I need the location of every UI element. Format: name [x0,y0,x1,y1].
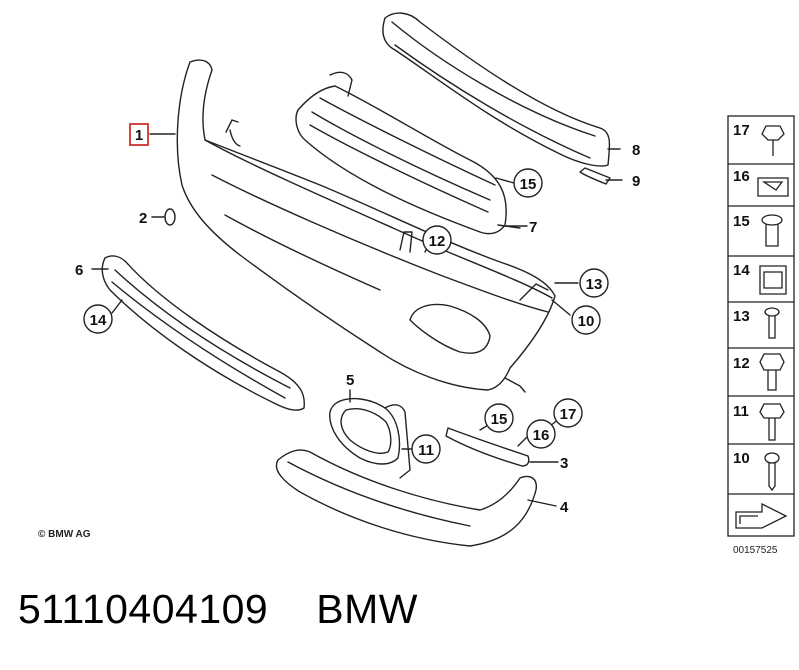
sidebar-item-15[interactable]: 15 [733,213,750,230]
callout-8[interactable]: 8 [632,142,640,159]
plug-cap [164,208,176,226]
callout-11[interactable]: 11 [411,434,441,464]
collar-screw-icon [759,403,785,441]
callout-17[interactable]: 17 [553,398,583,428]
sidebar-item-10[interactable]: 10 [733,450,750,467]
hex-bolt-icon [759,353,785,391]
callout-6[interactable]: 6 [75,262,83,279]
callout-label: 16 [533,427,550,444]
callout-4[interactable]: 4 [560,499,569,516]
upper-grille [295,71,521,235]
leader-lines [91,133,623,507]
part-number: 51110404109 [18,586,269,632]
copyright-notice: © BMW AG [38,529,91,540]
screw-icon [764,307,780,339]
callout-label: 10 [578,313,595,330]
callout-13[interactable]: 13 [579,268,609,298]
spring-clip-icon [759,265,787,295]
callout-label: 15 [520,176,537,193]
callout-7[interactable]: 7 [529,219,537,236]
callout-12[interactable]: 12 [422,225,452,255]
sidebar-item-16[interactable]: 16 [733,168,750,185]
footer-caption: 51110404109 BMW [18,586,418,633]
callout-2[interactable]: 2 [139,210,147,227]
sidebar-item-14[interactable]: 14 [733,262,750,279]
diagram-number: 00157525 [733,545,778,556]
fastener-sidebar [727,115,795,537]
sidebar-item-13[interactable]: 13 [733,308,750,325]
callout-15-lower[interactable]: 15 [484,403,514,433]
lower-spoiler [275,449,537,547]
callout-label: 13 [586,276,603,293]
brand-name: BMW [316,586,418,632]
callout-label: 17 [560,406,577,423]
callout-label: 12 [429,233,446,250]
push-nut-icon [761,125,785,156]
clip-nut-icon [757,177,789,197]
sidebar-item-17[interactable]: 17 [733,122,750,139]
arrow-symbol-icon [735,502,788,529]
bumper-cover [176,59,556,393]
sidebar-item-12[interactable]: 12 [733,355,750,372]
callout-3[interactable]: 3 [560,455,568,472]
callout-label: 15 [491,411,508,428]
callout-15-upper[interactable]: 15 [513,168,543,198]
callout-14[interactable]: 14 [83,304,113,334]
callout-16[interactable]: 16 [526,419,556,449]
expansion-rivet-icon [761,214,783,247]
callout-10[interactable]: 10 [571,305,601,335]
callout-label: 1 [135,127,143,144]
sidebar-item-11[interactable]: 11 [733,403,749,420]
callout-5[interactable]: 5 [346,372,354,389]
callout-label: 14 [90,312,107,329]
small-trim-strip [445,427,530,467]
upper-trim-strip [382,12,611,185]
callout-9[interactable]: 9 [632,173,640,190]
callout-label: 11 [418,442,434,459]
callout-1[interactable]: 1 [129,123,149,146]
tapping-screw-icon [764,452,780,492]
lower-grille [101,255,305,411]
fog-lamp-frame [329,397,411,479]
